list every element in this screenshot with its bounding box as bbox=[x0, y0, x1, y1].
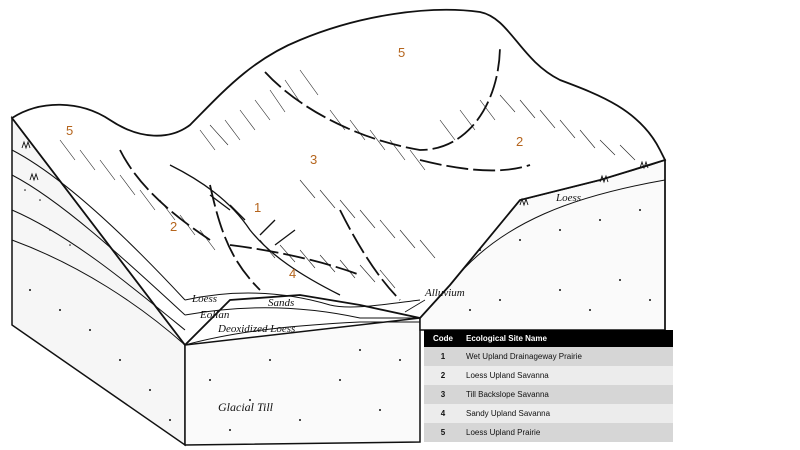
layer-deox-front bbox=[184, 321, 420, 346]
label-glacial-till: Glacial Till bbox=[218, 400, 274, 414]
landscape-surface bbox=[10, 8, 667, 347]
layer-loess-right bbox=[449, 179, 666, 286]
label-loess-right: Loess bbox=[555, 192, 581, 204]
legend-code: 5 bbox=[424, 423, 462, 442]
legend-row: 3 Till Backslope Savanna bbox=[424, 385, 673, 404]
legend-code: 1 bbox=[424, 347, 462, 366]
legend-code: 4 bbox=[424, 404, 462, 423]
hachures bbox=[59, 69, 636, 289]
legend-site-name: Sandy Upland Savanna bbox=[462, 404, 673, 423]
legend-site-name: Wet Upland Drainageway Prairie bbox=[462, 347, 673, 366]
site-label-2-right: 2 bbox=[516, 134, 523, 149]
legend-row: 5 Loess Upland Prairie bbox=[424, 423, 673, 442]
till-speckles bbox=[24, 189, 651, 431]
layer-eolian-front bbox=[184, 307, 420, 319]
legend-row: 2 Loess Upland Savanna bbox=[424, 366, 673, 385]
legend-row: 4 Sandy Upland Savanna bbox=[424, 404, 673, 423]
legend-header-row: Code Ecological Site Name bbox=[424, 330, 673, 347]
legend-header-name: Ecological Site Name bbox=[462, 330, 673, 347]
layer-line-3 bbox=[11, 209, 186, 331]
site-boundaries bbox=[119, 44, 531, 301]
legend-header-code: Code bbox=[424, 330, 462, 347]
grass-tufts bbox=[21, 140, 649, 207]
legend-site-name: Till Backslope Savanna bbox=[462, 385, 673, 404]
label-loess-left: Loess bbox=[191, 293, 217, 305]
legend-code: 3 bbox=[424, 385, 462, 404]
alluvium-pointer bbox=[404, 299, 426, 313]
site-label-2-left: 2 bbox=[170, 219, 177, 234]
legend-row: 1 Wet Upland Drainageway Prairie bbox=[424, 347, 673, 366]
site-label-3: 3 bbox=[310, 152, 317, 167]
site-label-1: 1 bbox=[254, 200, 261, 215]
label-sands: Sands bbox=[268, 297, 294, 309]
label-eolian: Eolian bbox=[199, 309, 230, 321]
label-deoxidized-loess: Deoxidized Loess bbox=[217, 323, 295, 335]
layer-line-4 bbox=[11, 239, 186, 346]
site-label-5-left: 5 bbox=[66, 123, 73, 138]
site-label-5-top: 5 bbox=[398, 45, 405, 60]
label-alluvium: Alluvium bbox=[424, 287, 465, 299]
layer-loess-front bbox=[184, 292, 421, 308]
ecological-site-legend: Code Ecological Site Name 1 Wet Upland D… bbox=[424, 330, 673, 442]
streams bbox=[169, 164, 341, 296]
legend-site-name: Loess Upland Prairie bbox=[462, 423, 673, 442]
layer-line-2 bbox=[11, 174, 186, 316]
site-label-4: 4 bbox=[289, 266, 296, 281]
layer-line-1 bbox=[11, 149, 186, 301]
legend-site-name: Loess Upland Savanna bbox=[462, 366, 673, 385]
block-bottom-face bbox=[184, 317, 421, 446]
legend-code: 2 bbox=[424, 366, 462, 385]
